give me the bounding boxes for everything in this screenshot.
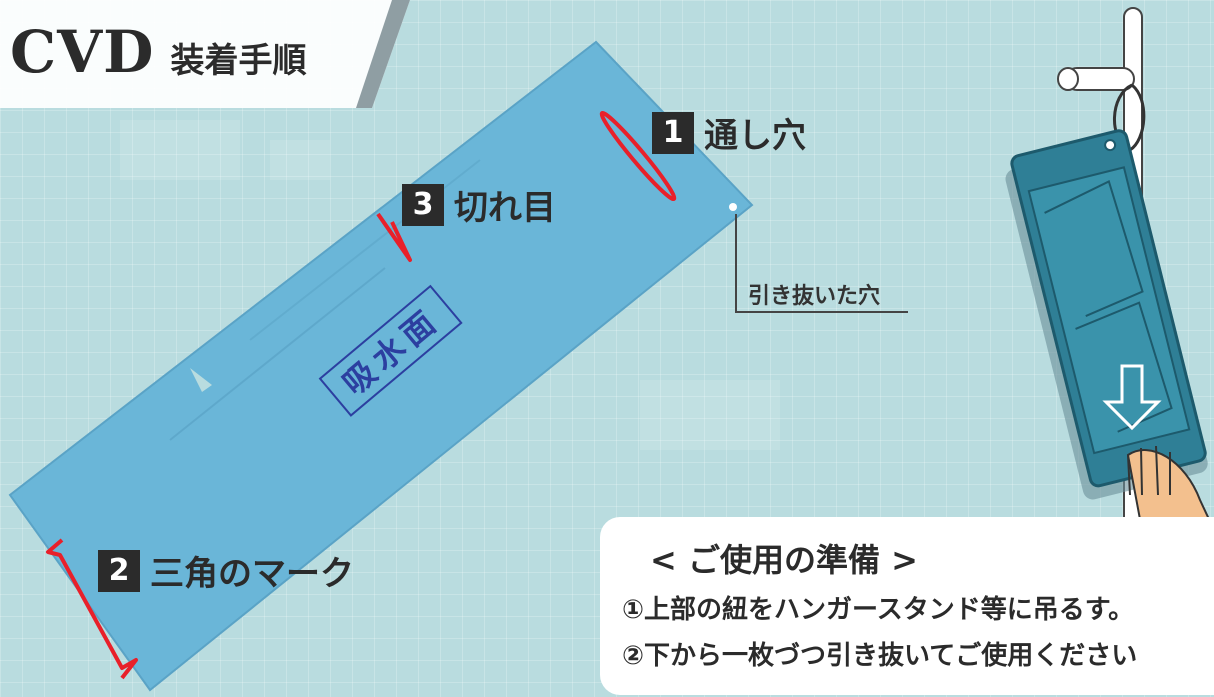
hole-caption: 引き抜いた穴 [748,284,881,309]
title-banner: CVD 装着手順 [0,0,410,108]
pull-down-arrow [1102,364,1162,431]
cut-v-marker [376,212,412,262]
instruction-heading: < ご使用の準備 > [650,541,918,579]
through-hole-marker [599,110,677,202]
absorbent-pad [8,40,754,692]
pulled-hole [729,203,737,211]
label-triangle-mark: 2 三角のマーク [98,546,354,595]
instruction-box: < ご使用の準備 > ①上部の紐をハンガースタンド等に吊るす。 ②下から一枚づつ… [600,517,1214,695]
product-name: CVD [10,18,155,86]
cut-notch [190,368,212,392]
label-cut: 3 切れ目 [402,180,556,229]
page-title: CVD 装着手順 [10,18,306,86]
label-text: 切れ目 [454,188,556,228]
title-subtitle: 装着手順 [170,41,307,81]
label-through-hole: 1 通し穴 [652,108,806,157]
triangle-mark-marker [46,538,138,680]
label-number: 3 [402,183,444,226]
hole-callout-line [735,214,908,313]
instruction-line: ①上部の紐をハンガースタンド等に吊るす。 [622,595,1135,625]
label-text: 通し穴 [704,116,806,156]
label-text: 三角のマーク [150,554,354,594]
instruction-line: ②下から一枚づつ引き抜いてご使用ください [622,641,1138,671]
label-number: 2 [98,549,140,592]
pad-dispenser [1005,129,1208,500]
label-number: 1 [652,111,694,154]
